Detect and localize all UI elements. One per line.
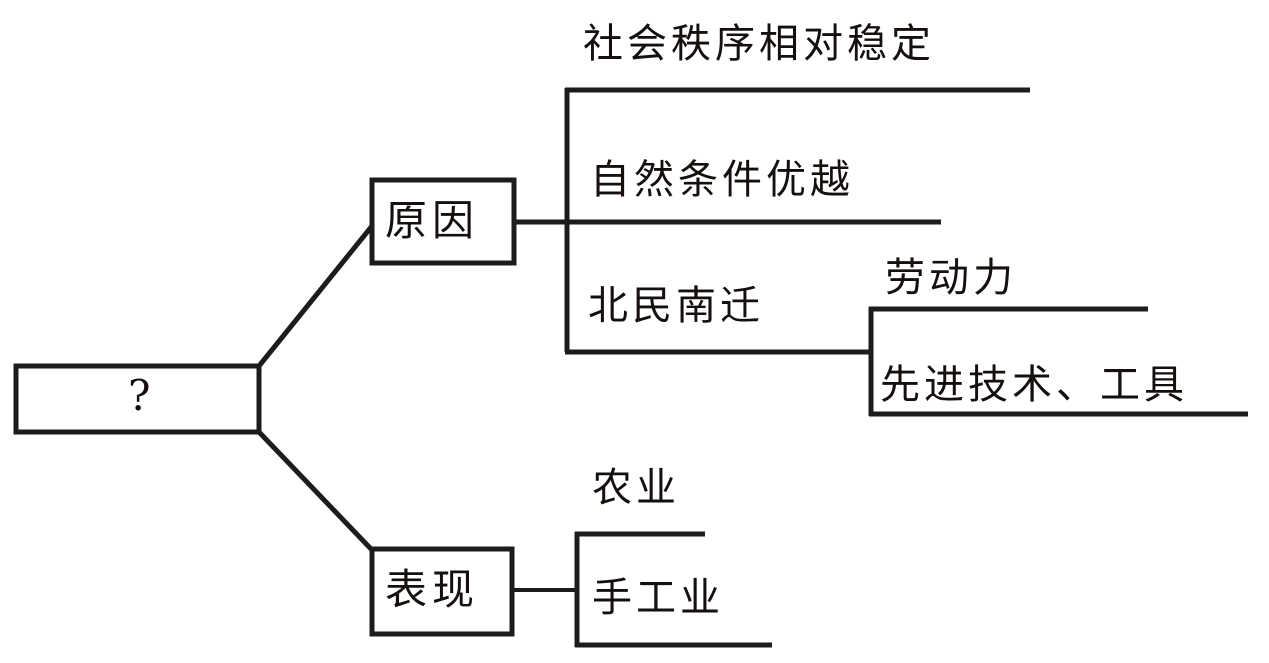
child-label-social-order: 社会秩序相对稳定	[583, 21, 935, 67]
root-node-box	[13, 363, 262, 435]
manifestation-node-label: 表现	[385, 565, 480, 614]
child-label-labor: 劳动力	[885, 255, 1017, 301]
cause-node-box	[369, 177, 517, 266]
child-label-agriculture: 农业	[592, 465, 680, 511]
child-label-migration: 北民南迁	[588, 283, 764, 329]
child-label-handicraft: 手工业	[592, 575, 724, 621]
connector-root-to-manifestation	[257, 430, 374, 552]
cause-node-label: 原因	[385, 196, 480, 245]
connector-root-to-cause	[257, 224, 374, 368]
child-label-technology: 先进技术、工具	[880, 362, 1188, 408]
child-label-natural-conditions: 自然条件优越	[590, 157, 854, 203]
root-node-label: ?	[128, 371, 151, 420]
